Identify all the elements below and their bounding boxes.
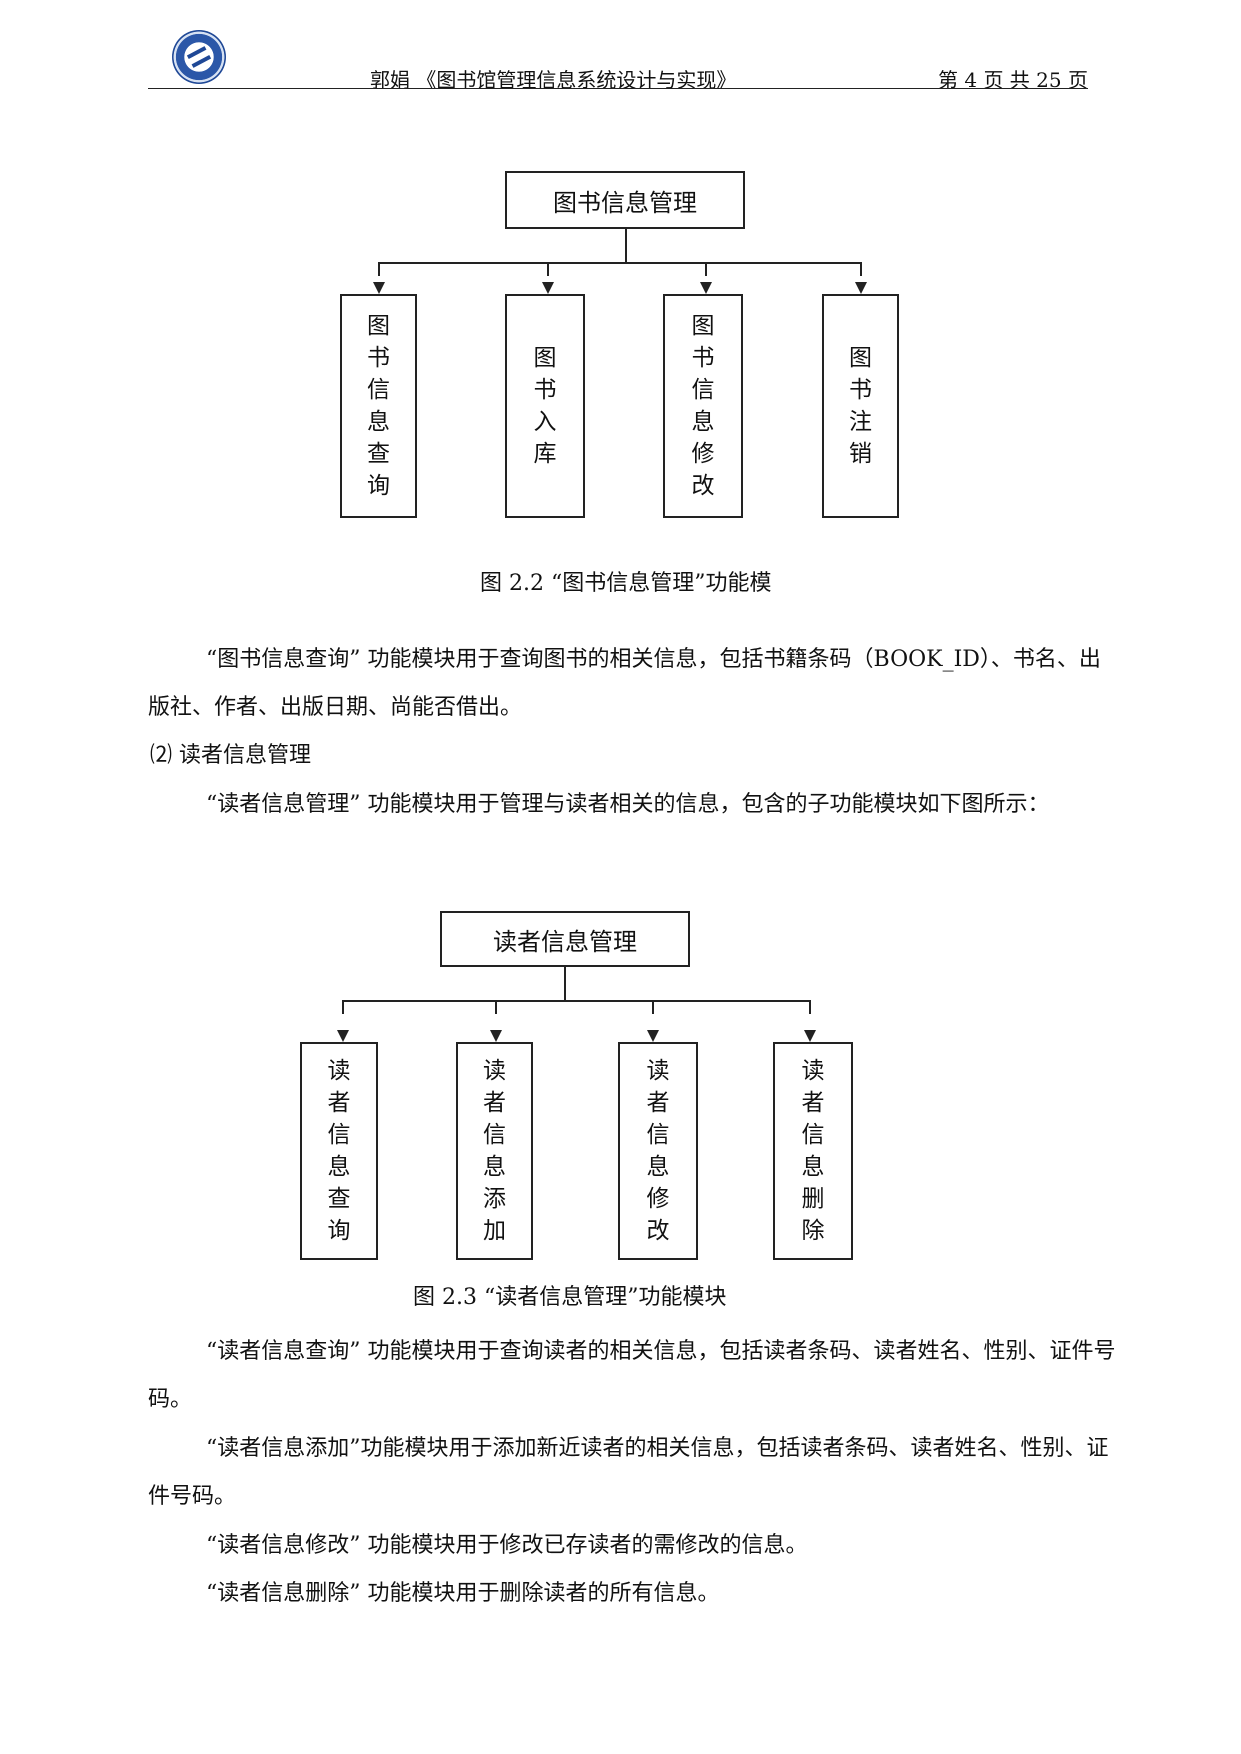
paragraph-reader-add: “读者信息添加”功能模块用于添加新近读者的相关信息，包括读者条码、读者姓名、性别… (148, 1436, 1109, 1509)
fig1-child-label: 图书注销 (849, 345, 872, 467)
fig1-trunk-line (625, 229, 627, 263)
paragraph-reader-delete: “读者信息删除” 功能模块用于删除读者的所有信息。 (206, 1581, 720, 1606)
fig1-arrow-icon (700, 282, 712, 294)
fig1-child-box: 图书信息修改 (663, 294, 743, 518)
fig1-drop-line (547, 262, 549, 276)
fig1-child-label: 图书信息修改 (691, 313, 715, 499)
fig2-child-label: 读者信息查询 (327, 1058, 351, 1244)
paragraph-reader-management-intro: “读者信息管理” 功能模块用于管理与读者相关的信息，包含的子功能模块如下图所示： (206, 792, 1050, 817)
paragraph-book-query: “图书信息查询” 功能模块用于查询图书的相关信息，包括书籍条码（BOOK_ID）… (148, 647, 1101, 720)
fig2-drop-line (495, 1000, 497, 1014)
fig1-arrow-icon (373, 282, 385, 294)
fig2-drop-line (809, 1000, 811, 1014)
fig2-arrow-icon (490, 1030, 502, 1042)
fig2-bus-line (342, 1000, 811, 1002)
header-rule (148, 88, 1088, 89)
fig2-drop-line (342, 1000, 344, 1014)
fig1-bus-line (378, 262, 862, 264)
fig2-child-box: 读者信息修改 (618, 1042, 698, 1260)
fig2-child-box: 读者信息添加 (456, 1042, 533, 1260)
fig1-root-box: 图书信息管理 (505, 171, 745, 229)
fig1-caption-text: 图 2.2 “图书信息管理”功能模 (480, 571, 772, 596)
fig1-drop-line (860, 262, 862, 276)
fig1-arrow-icon (855, 282, 867, 294)
fig2-arrow-icon (337, 1030, 349, 1042)
fig1-child-label: 图书入库 (533, 345, 557, 467)
fig1-child-box: 图书入库 (505, 294, 585, 518)
fig2-root-box: 读者信息管理 (440, 911, 690, 967)
fig1-caption: 图 2.2 “图书信息管理”功能模 (480, 565, 840, 602)
fig1-arrow-icon (542, 282, 554, 294)
fig1-child-box: 图书信息查询 (340, 294, 417, 518)
fig1-child-box: 图书注销 (822, 294, 899, 518)
fig2-child-label: 读者信息修改 (646, 1058, 670, 1244)
section-heading-reader-management: ⑵ 读者信息管理 (150, 743, 311, 768)
fig1-child-label: 图书信息查询 (367, 313, 390, 499)
fig2-drop-line (652, 1000, 654, 1014)
fig2-child-label: 读者信息删除 (801, 1058, 825, 1244)
paragraph-reader-modify: “读者信息修改” 功能模块用于修改已存读者的需修改的信息。 (206, 1533, 808, 1558)
fig1-drop-line (705, 262, 707, 276)
fig2-trunk-line (564, 967, 566, 1001)
fig2-child-box: 读者信息删除 (773, 1042, 853, 1260)
paragraph-reader-query: “读者信息查询” 功能模块用于查询读者的相关信息，包括读者条码、读者姓名、性别、… (148, 1339, 1116, 1412)
fig2-child-box: 读者信息查询 (300, 1042, 378, 1260)
fig2-child-label: 读者信息添加 (483, 1058, 506, 1244)
fig2-arrow-icon (804, 1030, 816, 1042)
fig2-root-label: 读者信息管理 (493, 927, 637, 956)
fig1-drop-line (378, 262, 380, 276)
fig2-arrow-icon (647, 1030, 659, 1042)
fig1-root-label: 图书信息管理 (553, 188, 697, 217)
fig2-caption: 图 2.3 “读者信息管理”功能模块 (413, 1285, 727, 1310)
university-logo-icon (172, 30, 226, 84)
